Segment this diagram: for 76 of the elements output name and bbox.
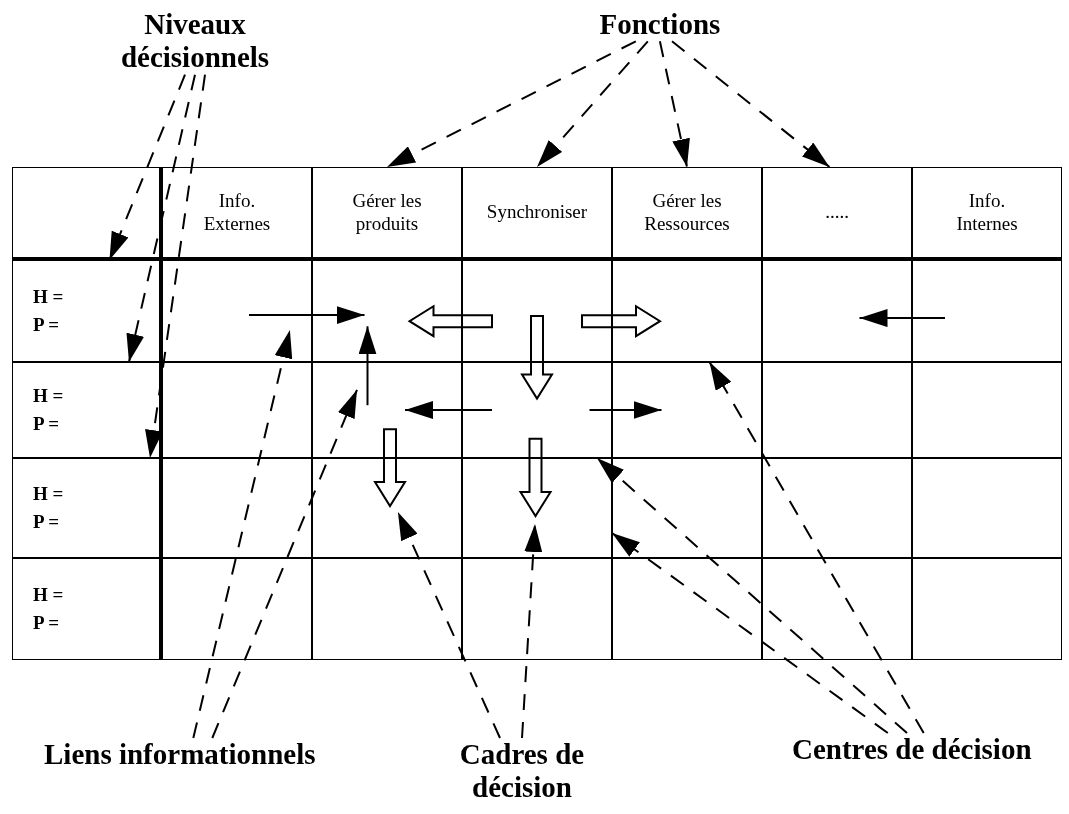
callout-title: Niveaux décisionnels [95, 8, 295, 75]
arrow [404, 401, 493, 419]
leader-line [708, 361, 925, 734]
arrow [358, 325, 377, 407]
row-header [12, 260, 162, 362]
table-cell [912, 362, 1062, 458]
leader-line [126, 73, 196, 363]
column-header [912, 167, 1062, 260]
hollow-arrow [520, 315, 554, 401]
table-cell [462, 362, 612, 458]
column-header [462, 167, 612, 260]
cell-text: P = [33, 510, 60, 534]
cell-text: H = [33, 582, 64, 607]
table-cell [162, 558, 312, 660]
row-header [12, 362, 162, 458]
column-title: Gérer les produits [351, 189, 423, 236]
leader-line [192, 329, 293, 739]
callout-title: Centres de décision [792, 733, 1032, 767]
leader-line [521, 523, 543, 739]
table-cell [162, 458, 312, 558]
hollow-arrow [407, 304, 493, 338]
cell-text: H = [33, 383, 64, 408]
table-cell [912, 458, 1062, 558]
cell-text: P = [33, 611, 60, 635]
callout-title: Cadres de décision [412, 738, 632, 805]
table-cell [312, 458, 462, 558]
table-cell [612, 260, 762, 362]
column-header [612, 167, 762, 260]
cell-text: P = [33, 313, 60, 337]
column-header [762, 167, 912, 260]
column-header [162, 167, 312, 260]
table-cell [612, 362, 762, 458]
column-header [312, 167, 462, 260]
leader-line [211, 388, 358, 739]
cell-text: P = [33, 412, 60, 436]
table-cell [612, 558, 762, 660]
table-cell [312, 362, 462, 458]
leader-line [596, 457, 908, 734]
callout-title: Liens informationnels [44, 738, 316, 772]
arrow [248, 306, 366, 325]
leader-line [145, 73, 206, 459]
table-cell [762, 362, 912, 458]
leader-line [611, 532, 889, 734]
table-cell [162, 362, 312, 458]
arrow [858, 309, 946, 328]
column-title: Info. Externes [202, 189, 272, 236]
row-header [12, 558, 162, 660]
table-cell [162, 260, 312, 362]
arrow [588, 401, 663, 419]
table-cell [312, 260, 462, 362]
table-cell [462, 558, 612, 660]
table-cell [462, 260, 612, 362]
column-title: Synchroniser [486, 201, 588, 224]
table-cell [912, 558, 1062, 660]
hollow-arrow [373, 428, 407, 508]
column-title: Info. Internes [955, 189, 1019, 236]
table-cell [762, 558, 912, 660]
leader-line [658, 40, 690, 168]
hollow-arrow [518, 437, 553, 518]
column-title: ..... [825, 201, 849, 224]
leader-line [536, 40, 649, 168]
cell-text: H = [33, 481, 64, 506]
table-cell [462, 458, 612, 558]
table-cell [762, 260, 912, 362]
leader-line [671, 40, 831, 168]
column-title: Gérer les Ressources [643, 189, 731, 236]
leader-line [386, 40, 637, 168]
table-cell [762, 458, 912, 558]
row-header [12, 458, 162, 558]
table-cell [912, 260, 1062, 362]
leader-line [396, 511, 501, 739]
cell-text: H = [33, 284, 64, 309]
hollow-arrow [581, 304, 662, 338]
table-cell [612, 458, 762, 558]
table-cell [312, 558, 462, 660]
callout-title: Fonctions [599, 8, 721, 42]
